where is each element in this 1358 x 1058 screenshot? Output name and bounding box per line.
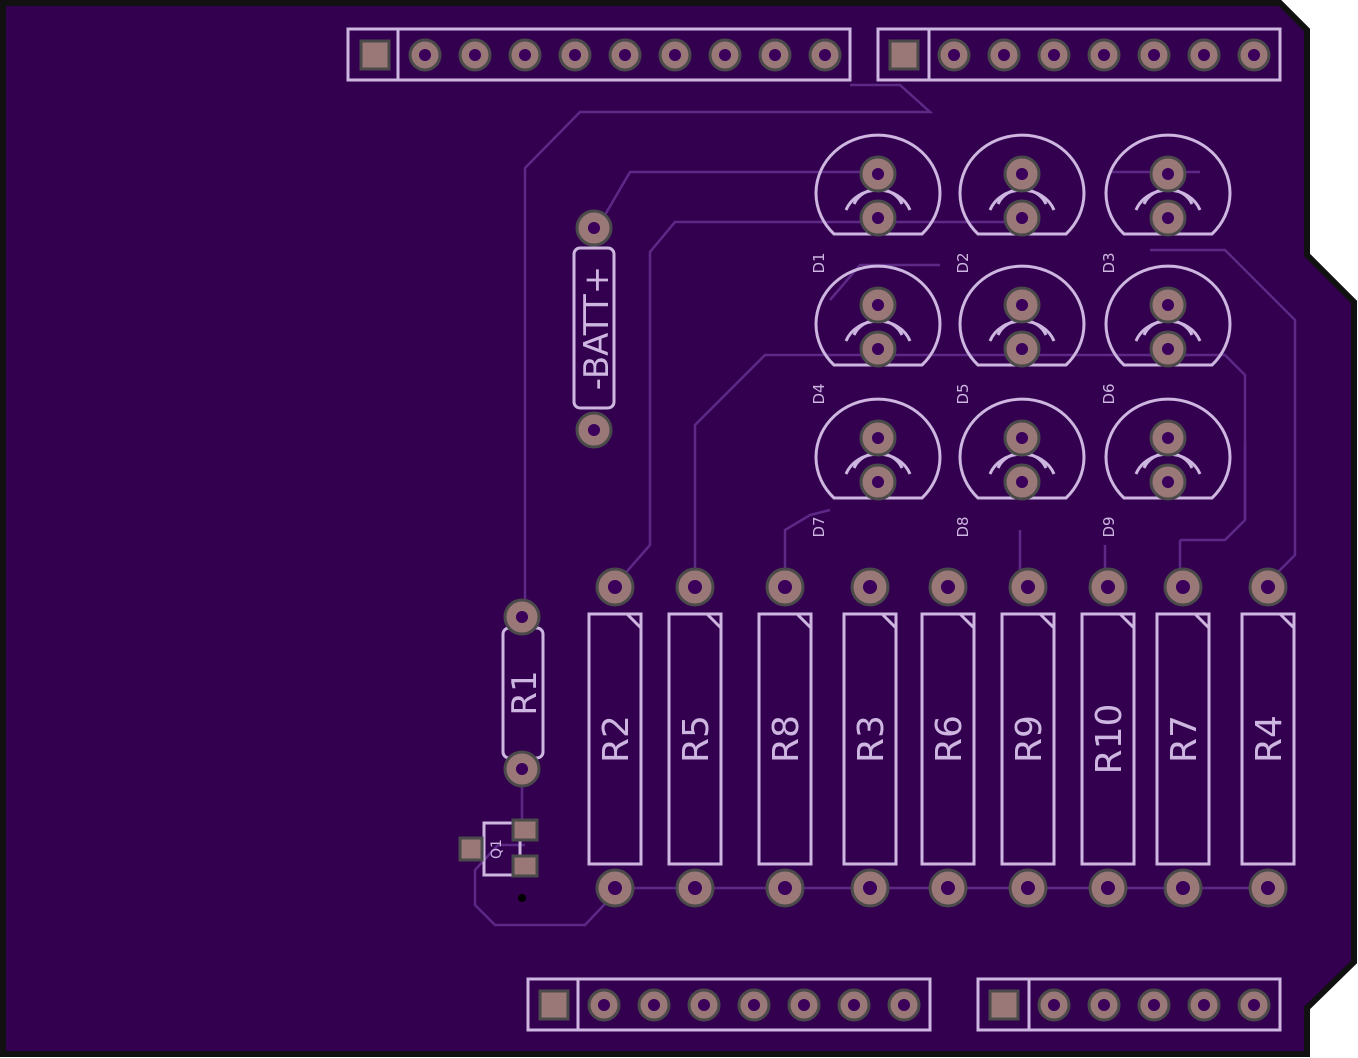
led-label: D7 bbox=[810, 516, 828, 537]
resistor-r5: R5 bbox=[667, 567, 723, 908]
led-label: D3 bbox=[1100, 252, 1118, 273]
led-label: D9 bbox=[1100, 516, 1118, 537]
led-label: D2 bbox=[954, 252, 972, 273]
led-d5: D5 bbox=[954, 264, 1086, 405]
transistor-q1-label: Q1 bbox=[489, 839, 505, 859]
led-d2: D2 bbox=[954, 133, 1086, 274]
resistor-label: R3 bbox=[851, 715, 892, 763]
resistor-label: R5 bbox=[676, 715, 717, 763]
resistor-label: R7 bbox=[1164, 715, 1205, 763]
resistor-r7: R7 bbox=[1155, 567, 1211, 908]
led-label: D1 bbox=[810, 252, 828, 273]
resistor-label: R4 bbox=[1249, 715, 1290, 763]
resistor-r2: R2 bbox=[587, 567, 643, 908]
led-label: D6 bbox=[1100, 383, 1118, 404]
resistor-r3: R3 bbox=[842, 567, 898, 908]
header-bottom-left bbox=[526, 977, 932, 1032]
resistor-r9: R9 bbox=[1000, 567, 1056, 908]
led-d3: D3 bbox=[1100, 133, 1232, 274]
header-top-left bbox=[346, 27, 852, 82]
resistor-r1-label: R1 bbox=[505, 670, 545, 715]
resistor-label: R8 bbox=[766, 715, 807, 763]
resistor-label: R10 bbox=[1089, 704, 1130, 775]
battery-label: -BATT+ bbox=[577, 266, 617, 390]
transistor-q1: Q1 bbox=[458, 818, 539, 902]
led-label: D5 bbox=[954, 383, 972, 404]
resistor-r6: R6 bbox=[920, 567, 976, 908]
led-d6: D6 bbox=[1100, 264, 1232, 405]
resistor-r8: R8 bbox=[757, 567, 813, 908]
led-label: D8 bbox=[954, 516, 972, 537]
resistor-label: R6 bbox=[929, 715, 970, 763]
header-bottom-right bbox=[976, 977, 1282, 1032]
led-d1: D1 bbox=[810, 133, 942, 274]
led-d9: D9 bbox=[1100, 397, 1232, 538]
resistor-label: R2 bbox=[596, 715, 637, 763]
led-label: D4 bbox=[810, 383, 828, 404]
resistor-row: R2 R5 R8 R3 R6 R9 R10 R7 R4 bbox=[587, 567, 1296, 908]
header-top-right bbox=[876, 27, 1282, 82]
resistor-r4: R4 bbox=[1240, 567, 1296, 908]
led-d8: D8 bbox=[954, 397, 1086, 538]
resistor-r10: R10 bbox=[1080, 567, 1136, 908]
battery-connector: -BATT+ bbox=[572, 209, 617, 449]
led-d7: D7 bbox=[810, 397, 942, 538]
resistor-label: R9 bbox=[1009, 715, 1050, 763]
resistor-r1: R1 bbox=[501, 598, 545, 788]
led-d4: D4 bbox=[810, 264, 942, 405]
